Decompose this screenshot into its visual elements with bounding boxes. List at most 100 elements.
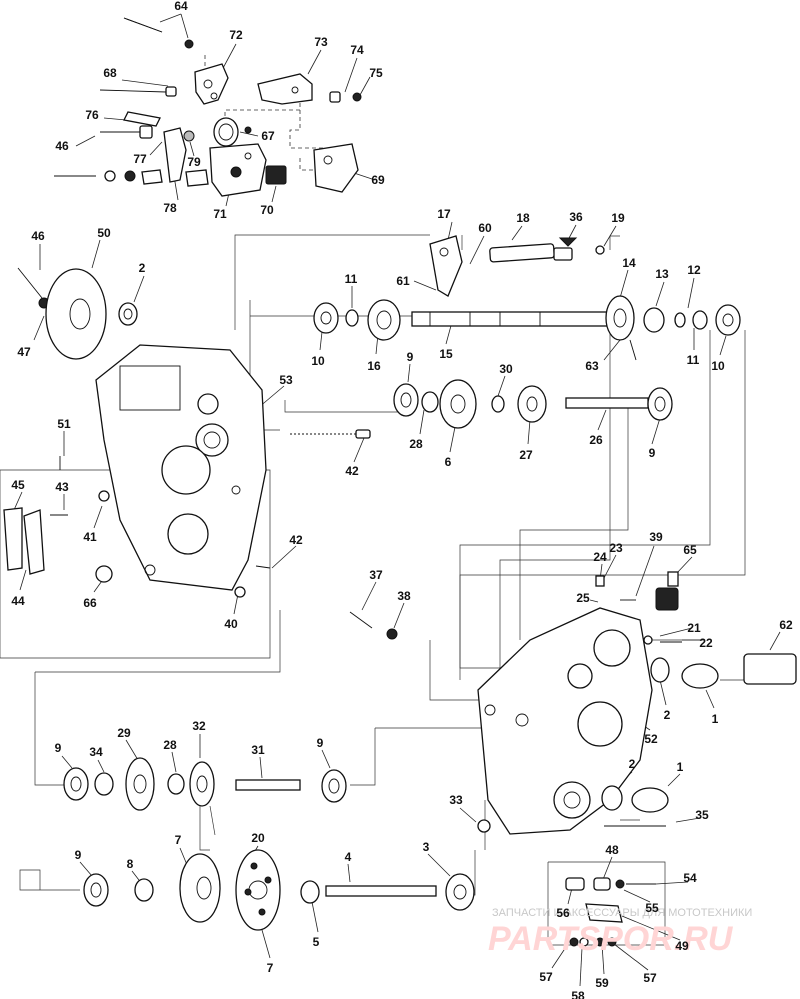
callout-67: 67 bbox=[261, 129, 275, 143]
callout-40: 40 bbox=[224, 617, 238, 631]
callout-56: 56 bbox=[556, 906, 570, 920]
shift-fork-subassembly bbox=[565, 877, 656, 947]
callout-65: 65 bbox=[683, 543, 697, 557]
callout-49: 49 bbox=[675, 939, 689, 953]
callout-11b: 11 bbox=[687, 353, 700, 367]
callout-5: 5 bbox=[313, 935, 320, 949]
callout-10a: 10 bbox=[311, 354, 325, 368]
callout-26: 26 bbox=[589, 433, 603, 447]
callout-35: 35 bbox=[695, 808, 709, 822]
callout-57b: 57 bbox=[643, 971, 657, 985]
callout-61: 61 bbox=[396, 274, 410, 288]
callout-55: 55 bbox=[645, 901, 659, 915]
callout-50: 50 bbox=[97, 226, 111, 240]
watermark-logo: PARTSPOR.RU bbox=[488, 920, 734, 958]
callout-68: 68 bbox=[103, 66, 117, 80]
callout-27: 27 bbox=[519, 448, 533, 462]
callout-42b: 42 bbox=[289, 533, 303, 547]
callout-1b: 1 bbox=[677, 760, 684, 774]
watermark-caption: ЗАПЧАСТИ И АКСЕССУАРЫ ДЛЯ МОТОТЕХНИКИ bbox=[492, 907, 752, 919]
callout-9c: 9 bbox=[55, 741, 62, 755]
callout-9b: 9 bbox=[649, 446, 656, 460]
callout-9e: 9 bbox=[75, 848, 82, 862]
callout-43: 43 bbox=[55, 480, 69, 494]
callout-25: 25 bbox=[576, 591, 590, 605]
assembly-guide-lines bbox=[0, 55, 748, 946]
callout-4: 4 bbox=[345, 850, 352, 864]
callout-46b: 46 bbox=[31, 229, 45, 243]
callout-15: 15 bbox=[439, 347, 453, 361]
callout-32: 32 bbox=[192, 719, 206, 733]
callout-12: 12 bbox=[687, 263, 701, 277]
callout-1a: 1 bbox=[712, 712, 719, 726]
callout-75: 75 bbox=[369, 66, 383, 80]
callout-23: 23 bbox=[609, 541, 623, 555]
callout-17: 17 bbox=[437, 207, 451, 221]
upper-shaft-assemblies bbox=[313, 235, 741, 439]
callout-51: 51 bbox=[57, 417, 71, 431]
callout-19: 19 bbox=[611, 211, 625, 225]
callout-44: 44 bbox=[11, 594, 25, 608]
callout-28a: 28 bbox=[409, 437, 423, 451]
right-case-assembly bbox=[349, 571, 797, 835]
watermark: ЗАПЧАСТИ И АКСЕССУАРЫ ДЛЯ МОТОТЕХНИКИ PA… bbox=[488, 907, 752, 958]
callout-24: 24 bbox=[593, 550, 607, 564]
callout-2a: 2 bbox=[139, 261, 146, 275]
callout-10b: 10 bbox=[711, 359, 725, 373]
callout-39: 39 bbox=[649, 530, 663, 544]
callout-8: 8 bbox=[127, 857, 134, 871]
callout-47: 47 bbox=[17, 345, 31, 359]
left-case-assembly bbox=[3, 267, 366, 598]
top-linkage-assembly bbox=[54, 17, 362, 197]
callout-21: 21 bbox=[687, 621, 701, 635]
callout-46a: 46 bbox=[55, 139, 69, 153]
callout-71: 71 bbox=[213, 207, 227, 221]
callout-7a: 7 bbox=[175, 833, 182, 847]
callout-73: 73 bbox=[314, 35, 328, 49]
callout-28b: 28 bbox=[163, 738, 177, 752]
callout-48: 48 bbox=[605, 843, 619, 857]
callout-11a: 11 bbox=[345, 272, 358, 286]
callout-7b: 7 bbox=[267, 961, 274, 975]
callout-52: 52 bbox=[644, 732, 658, 746]
callout-14: 14 bbox=[622, 256, 636, 270]
callout-36: 36 bbox=[569, 210, 583, 224]
callout-3: 3 bbox=[423, 840, 430, 854]
callout-74: 74 bbox=[350, 43, 364, 57]
callout-29: 29 bbox=[117, 726, 131, 740]
callout-31: 31 bbox=[251, 743, 265, 757]
callout-16: 16 bbox=[367, 359, 381, 373]
callout-58: 58 bbox=[571, 989, 585, 999]
callout-33: 33 bbox=[449, 793, 463, 807]
callout-2c: 2 bbox=[629, 757, 636, 771]
callout-53: 53 bbox=[279, 373, 293, 387]
callout-41: 41 bbox=[83, 530, 97, 544]
callout-20: 20 bbox=[251, 831, 265, 845]
callout-63: 63 bbox=[585, 359, 599, 373]
callout-6: 6 bbox=[445, 455, 452, 469]
callout-59: 59 bbox=[595, 976, 609, 990]
callout-64a: 64 bbox=[174, 0, 188, 13]
callout-79: 79 bbox=[187, 155, 201, 169]
callout-30: 30 bbox=[499, 362, 513, 376]
callout-45: 45 bbox=[11, 478, 25, 492]
callout-66: 66 bbox=[83, 596, 97, 610]
callout-38: 38 bbox=[397, 589, 411, 603]
callout-2b: 2 bbox=[664, 708, 671, 722]
callout-18: 18 bbox=[516, 211, 530, 225]
callout-69: 69 bbox=[371, 173, 385, 187]
callout-77: 77 bbox=[133, 152, 147, 166]
callout-54: 54 bbox=[683, 871, 697, 885]
callout-22: 22 bbox=[699, 636, 713, 650]
callout-57a: 57 bbox=[539, 970, 553, 984]
callout-60: 60 bbox=[478, 221, 492, 235]
callout-70: 70 bbox=[260, 203, 274, 217]
callout-72: 72 bbox=[229, 28, 243, 42]
callout-76: 76 bbox=[85, 108, 99, 122]
callout-34: 34 bbox=[89, 745, 103, 759]
callout-13: 13 bbox=[655, 267, 669, 281]
callout-42a: 42 bbox=[345, 464, 359, 478]
callout-9d: 9 bbox=[317, 736, 324, 750]
